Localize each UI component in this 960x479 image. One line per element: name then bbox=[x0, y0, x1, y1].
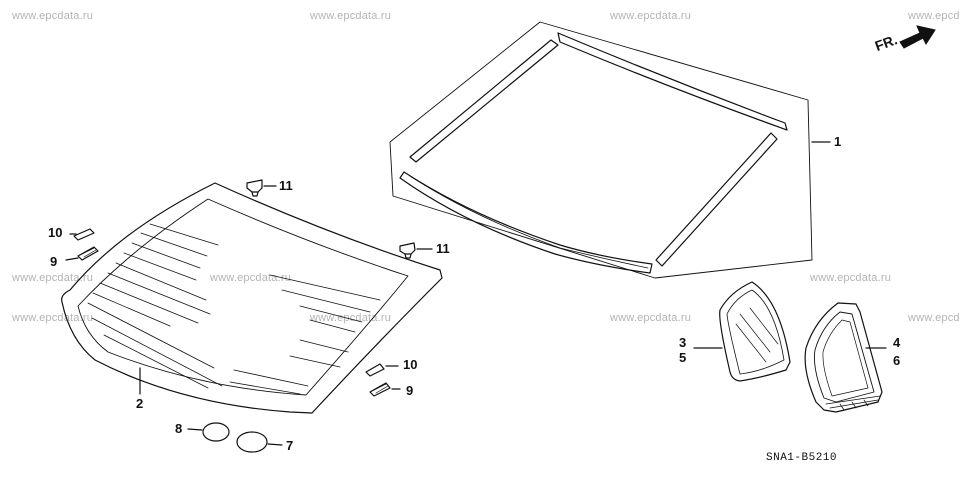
callout-9-right: 9 bbox=[406, 383, 414, 398]
callout-11-right: 11 bbox=[436, 241, 450, 256]
dam-9-right bbox=[369, 382, 401, 397]
molding-top bbox=[557, 32, 788, 131]
windshield-glass-group bbox=[61, 182, 443, 414]
clip-11-right bbox=[399, 242, 433, 259]
molding-upper-left bbox=[409, 39, 559, 163]
frame-inner bbox=[813, 311, 875, 403]
molding-outline-box bbox=[389, 21, 813, 279]
callout-2: 2 bbox=[136, 396, 144, 411]
spacer-10-left bbox=[69, 228, 95, 241]
part-8-ring bbox=[202, 422, 230, 442]
callout-4: 4 bbox=[893, 335, 901, 350]
watermark: www.epcdata.ru bbox=[908, 10, 960, 22]
callout-1: 1 bbox=[834, 134, 842, 149]
watermark: www.epcdata.ru bbox=[310, 10, 392, 22]
watermark: www.epcdata.ru bbox=[12, 10, 94, 22]
quarter-glass-group bbox=[693, 281, 791, 382]
quarter-glass-inner bbox=[726, 289, 785, 375]
part-7-ring bbox=[236, 431, 268, 453]
callout-5: 5 bbox=[679, 350, 687, 365]
watermark: www.epcdata.ru bbox=[12, 312, 94, 324]
quarter-glass-frame-group bbox=[804, 302, 887, 413]
windshield-outer-edge bbox=[61, 182, 443, 414]
callout-9-left: 9 bbox=[50, 254, 58, 269]
molding-right bbox=[655, 132, 778, 267]
watermark: www.epcdata.ru bbox=[610, 312, 692, 324]
callout-10-left: 10 bbox=[48, 225, 63, 240]
spacer-10-right bbox=[365, 363, 399, 377]
callout-6: 6 bbox=[893, 353, 901, 368]
windshield-inner-edge bbox=[77, 198, 409, 396]
diagram-code: SNA1-B5210 bbox=[766, 452, 838, 464]
windshield-molding-group bbox=[389, 21, 831, 279]
watermark: www.epcdata.ru bbox=[810, 272, 892, 284]
callout-11-upper: 11 bbox=[279, 178, 293, 193]
molding-lower bbox=[399, 171, 653, 274]
quarter-glass-outer bbox=[719, 281, 791, 382]
frame-outer bbox=[804, 302, 883, 413]
clip-11-upper bbox=[246, 179, 277, 197]
callout-10-right: 10 bbox=[403, 357, 418, 372]
front-arrow-icon bbox=[899, 25, 936, 49]
callout-7: 7 bbox=[286, 438, 294, 453]
callout-8: 8 bbox=[175, 421, 183, 436]
dam-9-left bbox=[65, 246, 99, 261]
callout-3: 3 bbox=[679, 335, 687, 350]
watermark: www.epcdata.ru bbox=[908, 312, 960, 324]
watermark: www.epcdata.ru bbox=[610, 10, 692, 22]
watermark: www.epcdata.ru bbox=[12, 272, 94, 284]
